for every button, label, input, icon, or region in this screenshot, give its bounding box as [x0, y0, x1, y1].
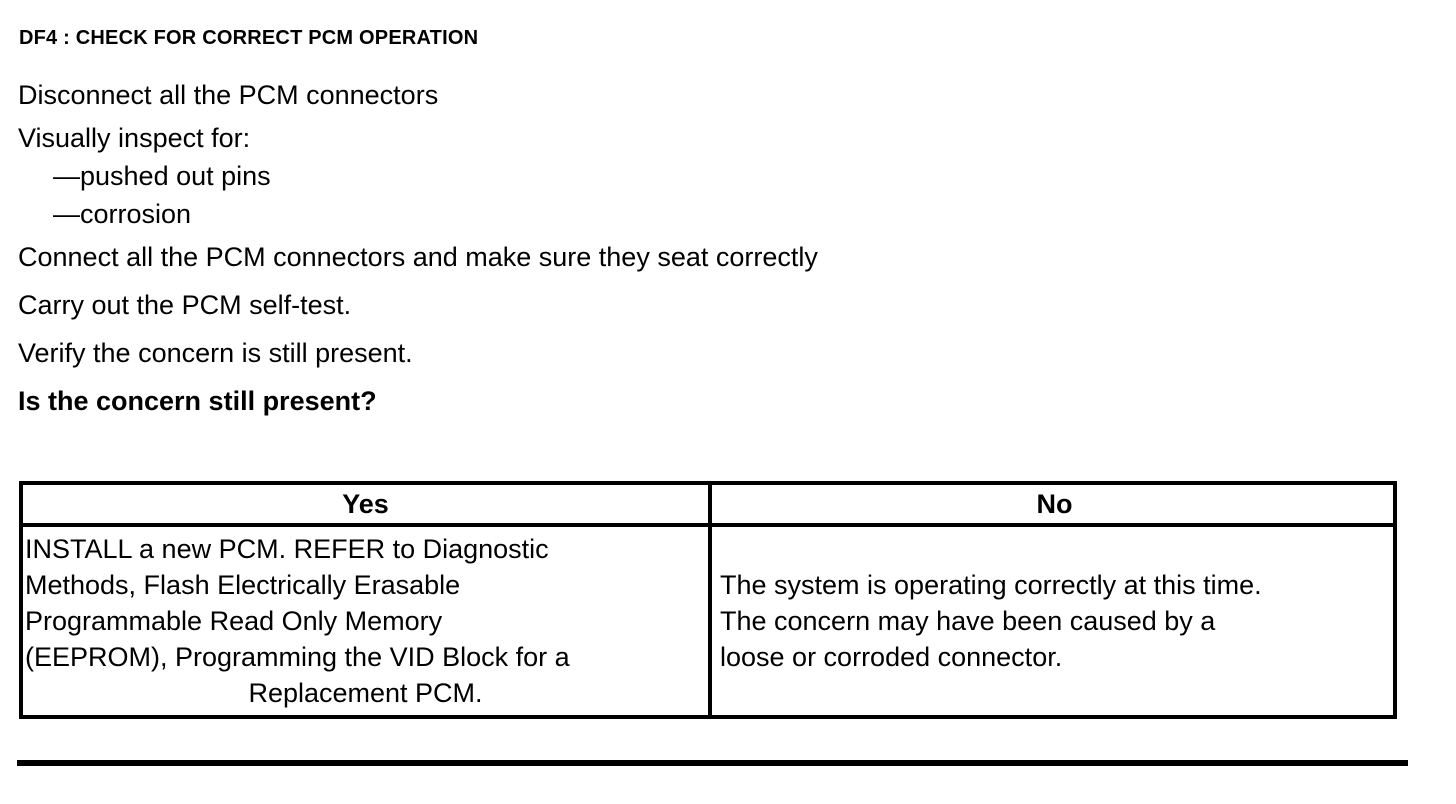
- page-title: DF4 : CHECK FOR CORRECT PCM OPERATION: [19, 27, 479, 49]
- instruction-line-7: Verify the concern is still present.: [18, 338, 413, 368]
- table-cell-yes-action: INSTALL a new PCM. REFER to Diagnostic M…: [23, 525, 712, 715]
- instruction-line-1: Disconnect all the PCM connectors: [18, 80, 439, 110]
- footer-divider: [17, 760, 1408, 766]
- no-action-line-1: The system is operating correctly at thi…: [720, 570, 1262, 600]
- instruction-list: Disconnect all the PCM connectors Visual…: [18, 71, 1418, 425]
- yes-action-line-5: Replacement PCM.: [248, 678, 483, 708]
- table-header-row: Yes No: [23, 485, 1397, 527]
- yes-action-text: INSTALL a new PCM. REFER to Diagnostic M…: [25, 531, 706, 711]
- table-header-no: No: [710, 485, 1397, 527]
- yes-action-line-2: Methods, Flash Electrically Erasable: [25, 570, 461, 600]
- yes-action-line-4: (EEPROM), Programming the VID Block for …: [25, 642, 570, 672]
- instruction-line-4: —corrosion: [53, 199, 192, 229]
- table-cell-no-action: The system is operating correctly at thi…: [710, 525, 1397, 715]
- yes-action-line-1: INSTALL a new PCM. REFER to Diagnostic: [25, 534, 549, 564]
- table-header-yes: Yes: [23, 485, 712, 527]
- instruction-line-3: —pushed out pins: [53, 161, 271, 191]
- no-action-line-3: loose or corroded connector.: [720, 642, 1063, 672]
- instruction-question: Is the concern still present?: [18, 386, 377, 416]
- yes-action-line-3: Programmable Read Only Memory: [25, 606, 443, 636]
- decision-table: Yes No INSTALL a new PCM. REFER to Diagn…: [19, 481, 1397, 719]
- instruction-line-2: Visually inspect for:: [18, 123, 251, 153]
- no-action-line-2: The concern may have been caused by a: [720, 606, 1216, 636]
- instruction-line-5: Connect all the PCM connectors and make …: [18, 242, 818, 272]
- instruction-line-6: Carry out the PCM self-test.: [18, 290, 352, 320]
- table-row: INSTALL a new PCM. REFER to Diagnostic M…: [23, 525, 1397, 715]
- no-action-text: The system is operating correctly at thi…: [714, 567, 1395, 675]
